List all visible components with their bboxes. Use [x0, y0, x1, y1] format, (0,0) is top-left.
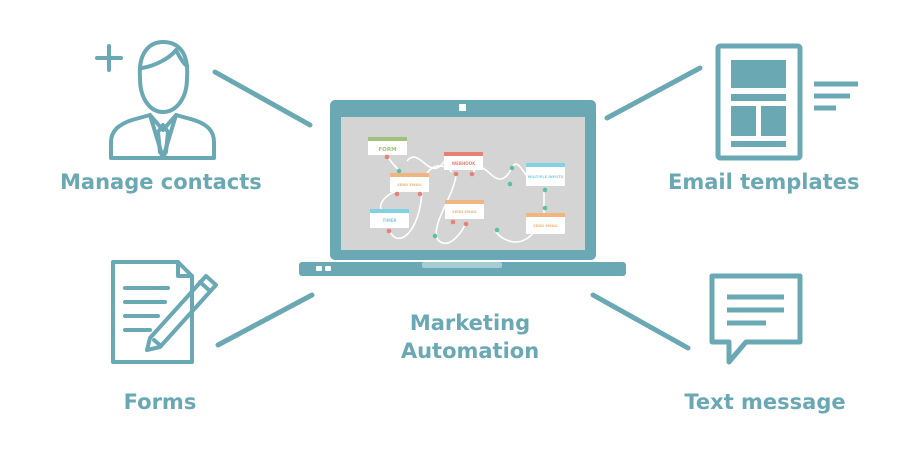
node-label-form: FORM — [378, 147, 396, 153]
workflow-node-send-email-1: SEND EMAIL — [390, 168, 429, 197]
email-template-icon — [715, 43, 858, 161]
node-label-send-email-2: SEND EMAIL — [452, 210, 477, 214]
workflow-node-webhook: WEBHOOK — [444, 152, 483, 177]
label-text-message: Text message — [684, 390, 846, 414]
laptop-port — [316, 266, 322, 271]
center-title: Marketing Automation — [375, 309, 565, 365]
connector-forms — [215, 292, 315, 348]
workflow-connector-dot — [432, 233, 438, 239]
form-document-icon — [111, 260, 218, 364]
workflow-connector-dot — [494, 227, 500, 233]
workflow-node-form: FORM — [368, 137, 407, 160]
node-label-multiple-inputs: MULTIPLE INPUTS — [528, 175, 564, 179]
connector-lines — [212, 65, 703, 351]
connector-contacts — [212, 69, 313, 128]
node-label-webhook: WEBHOOK — [452, 161, 476, 166]
node-label-send-email-3: SEND EMAIL — [533, 224, 558, 228]
laptop-camera — [459, 104, 466, 111]
connector-email-templates — [604, 65, 703, 121]
laptop-icon — [299, 100, 626, 276]
laptop-trackpad-notch — [422, 262, 502, 268]
workflow-node-send-email-2: SEND EMAIL — [445, 200, 484, 227]
label-email-templates: Email templates — [668, 170, 860, 194]
workflow-node-timer: TIMER — [370, 209, 409, 234]
node-label-send-email-1: SEND EMAIL — [397, 183, 422, 187]
add-contact-icon — [95, 40, 216, 160]
center-title-line-1: Marketing — [409, 311, 531, 335]
connector-text-message — [590, 292, 691, 351]
laptop-base — [299, 262, 626, 276]
chat-bubble-icon — [709, 273, 803, 365]
laptop-port — [325, 266, 331, 271]
node-label-timer: TIMER — [382, 218, 396, 223]
label-forms: Forms — [123, 390, 197, 414]
label-manage-contacts: Manage contacts — [60, 170, 262, 194]
workflow-node-multiple-inputs: MULTIPLE INPUTS — [507, 163, 565, 193]
center-title-line-2: Automation — [400, 339, 540, 363]
workflow-node-send-email-3: SEND EMAIL — [526, 205, 565, 234]
